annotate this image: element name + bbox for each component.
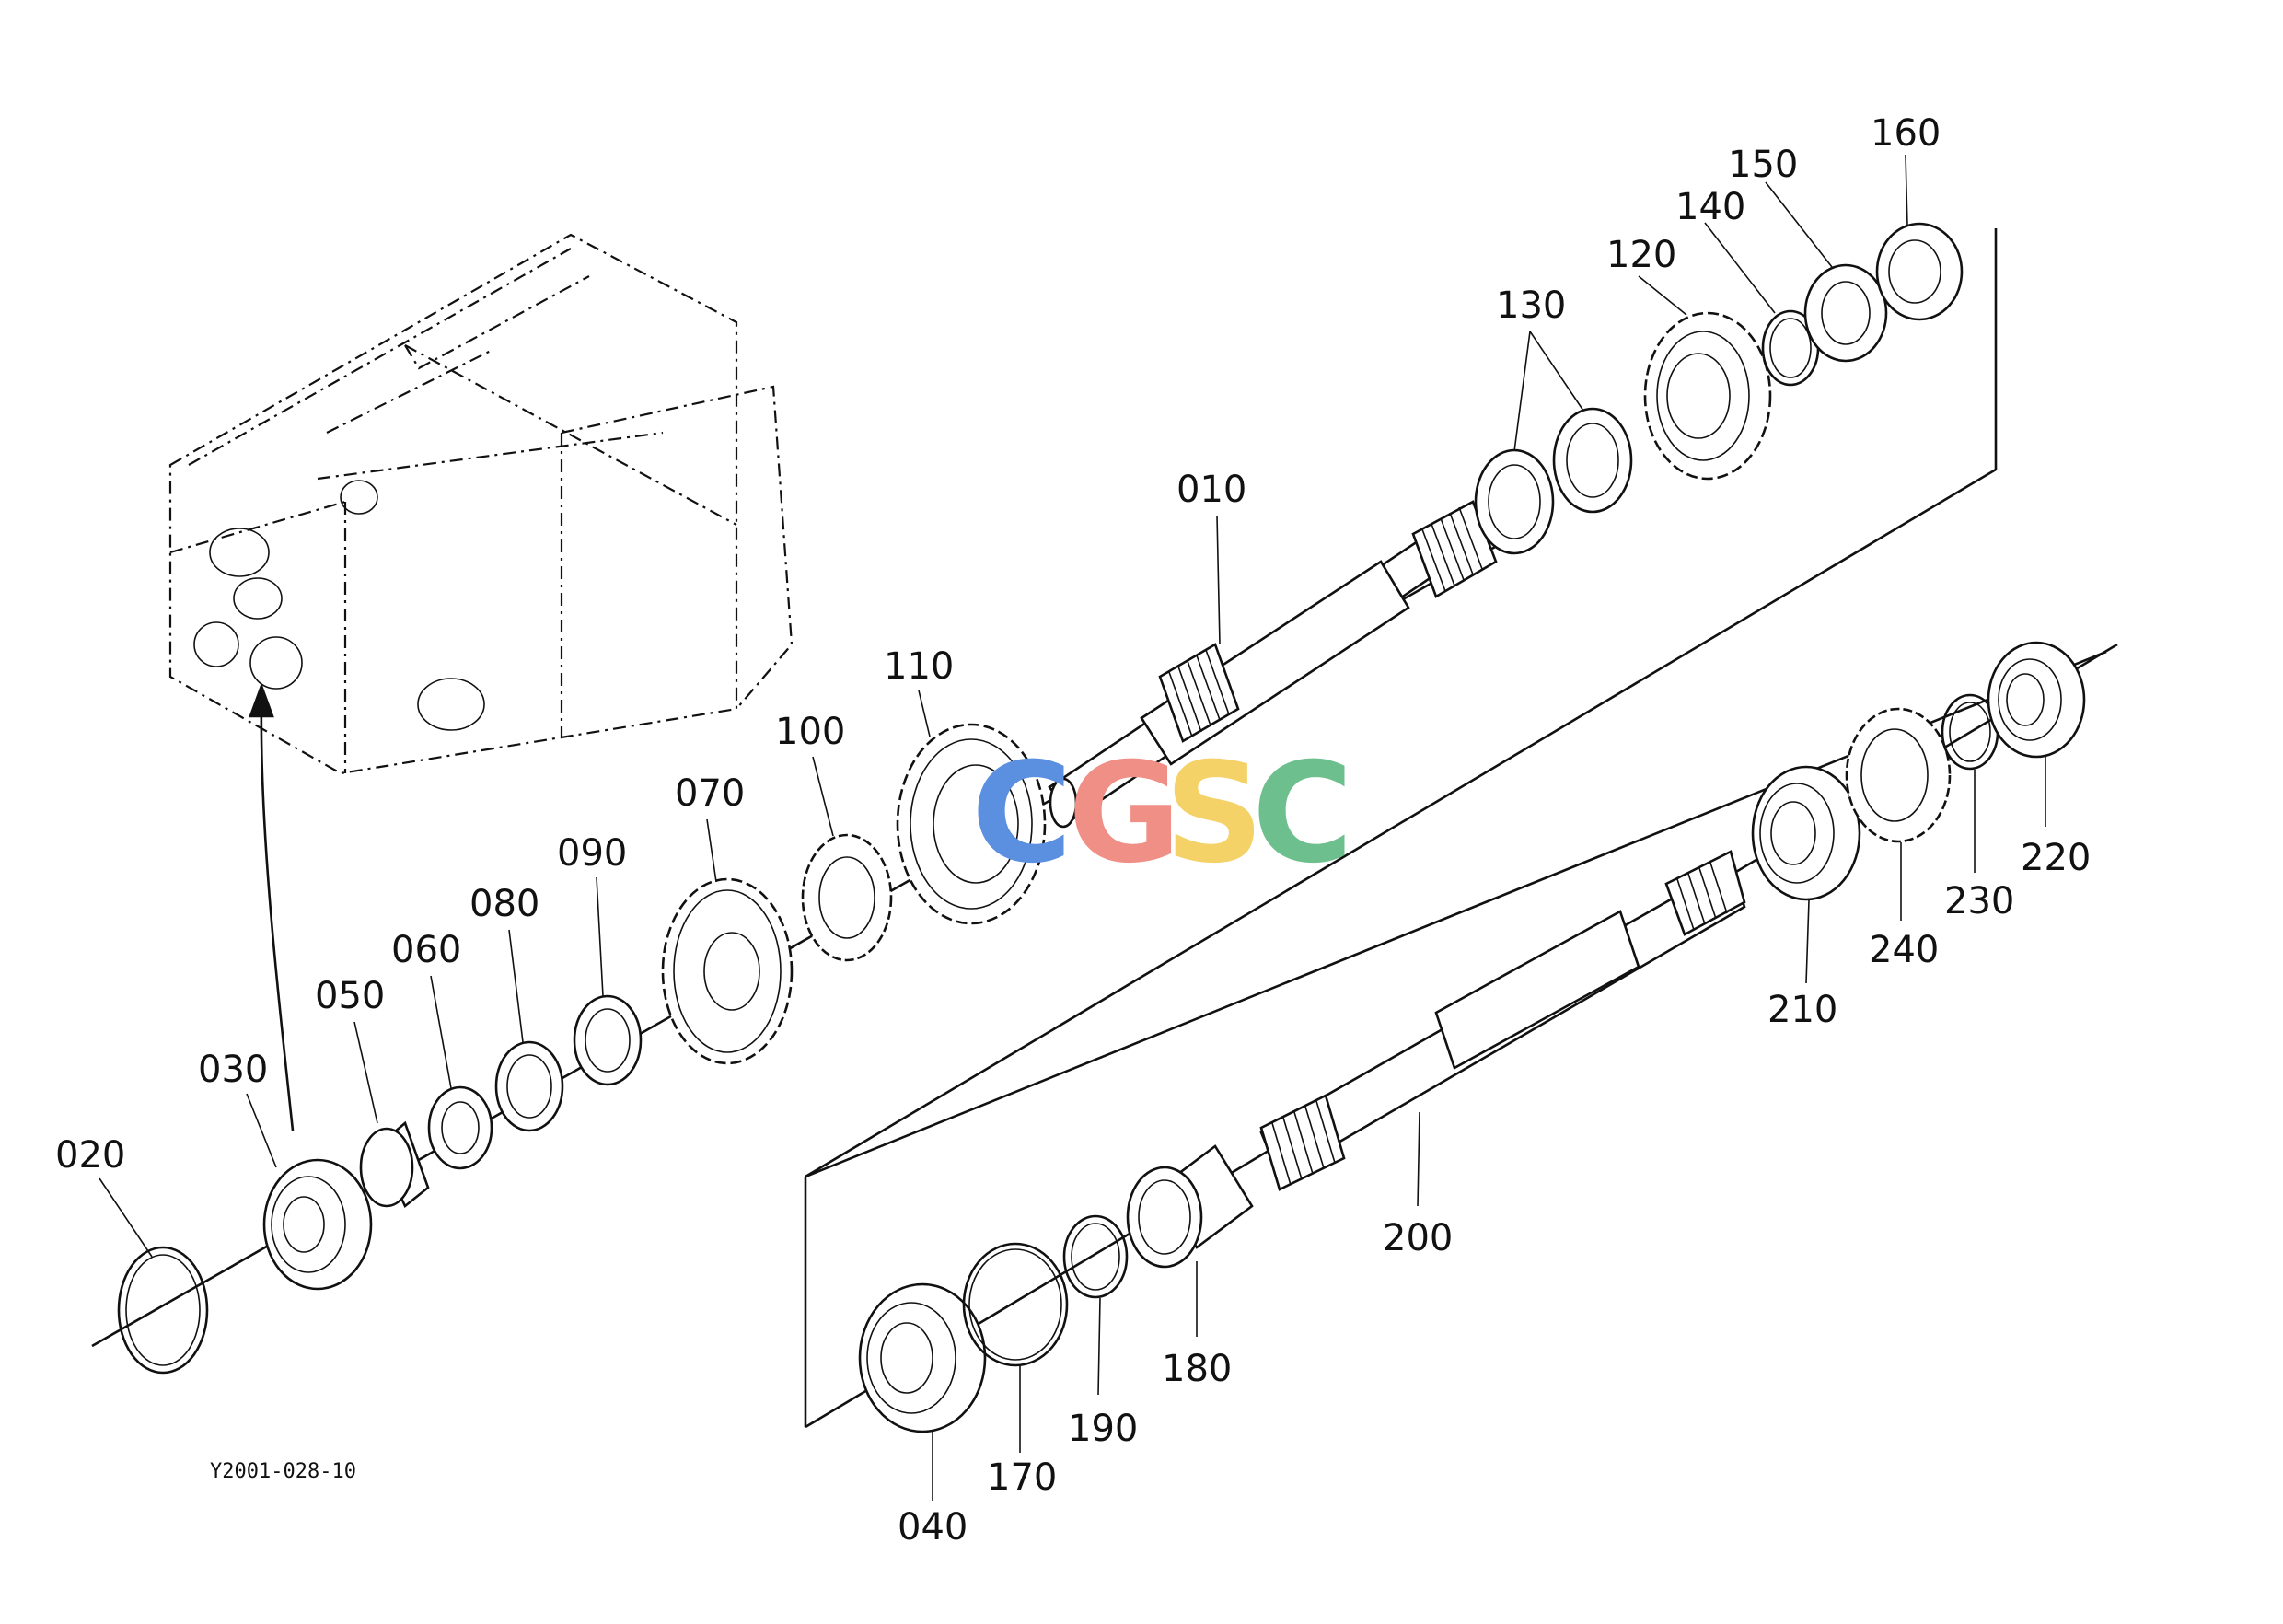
watermark: C G S C	[971, 734, 1353, 894]
shaft-200	[1259, 850, 1746, 1191]
part-070-gear	[661, 877, 794, 1065]
part-030-bearing	[262, 1158, 373, 1291]
leader-lines	[99, 154, 2046, 1501]
callout-090: 090	[557, 832, 627, 875]
callout-180: 180	[1162, 1348, 1232, 1390]
watermark-letter-3: S	[1165, 734, 1264, 894]
callout-040: 040	[898, 1506, 968, 1549]
part-110-gear	[896, 723, 1047, 925]
callout-230: 230	[1944, 880, 2014, 922]
callout-210: 210	[1767, 989, 1837, 1031]
assembly-arrow	[249, 682, 295, 1131]
part-150-collar	[1803, 263, 1888, 363]
watermark-letter-1: C	[971, 734, 1072, 894]
callout-060: 060	[391, 929, 461, 971]
part-160-bearing	[1875, 222, 1964, 321]
callout-120: 120	[1606, 234, 1676, 276]
watermark-letter-2: G	[1068, 734, 1181, 894]
part-100-hub	[801, 833, 893, 962]
callout-130: 130	[1496, 284, 1566, 327]
part-050-collar	[359, 1120, 430, 1209]
part-180-bushing	[1126, 1144, 1254, 1269]
watermark-letter-4: C	[1252, 734, 1353, 894]
callout-240: 240	[1869, 929, 1939, 971]
callout-170: 170	[987, 1456, 1057, 1499]
callout-080: 080	[469, 883, 539, 925]
callout-070: 070	[675, 772, 745, 815]
part-040-bearing	[858, 1282, 987, 1433]
part-130-needle-bearing-b	[1552, 407, 1633, 514]
callout-160: 160	[1871, 112, 1941, 155]
callout-100: 100	[775, 711, 845, 753]
callout-140: 140	[1675, 186, 1745, 228]
part-130-needle-bearing-a	[1474, 448, 1555, 555]
callout-020: 020	[55, 1134, 125, 1177]
part-170-snap-ring	[962, 1242, 1069, 1367]
part-060-washer	[427, 1085, 493, 1170]
spline-010	[1158, 500, 1498, 743]
callout-220: 220	[2021, 837, 2091, 879]
callout-labels: 010 020 030 040 050 060 070 080 090 100 …	[55, 112, 2091, 1549]
callout-150: 150	[1728, 144, 1798, 186]
part-220-bearing	[1987, 641, 2086, 759]
spline-200	[1259, 850, 1746, 1191]
part-080-needle-bearing	[494, 1040, 564, 1132]
part-090-needle-bearing	[573, 994, 643, 1086]
part-190-circlip	[1062, 1214, 1129, 1299]
transmission-case	[168, 233, 794, 775]
drawing-reference-code: Y2001-028-10	[210, 1460, 356, 1483]
callout-200: 200	[1383, 1217, 1453, 1259]
part-120-gear	[1643, 311, 1772, 481]
part-240-gear	[1845, 707, 1952, 843]
callout-010: 010	[1176, 469, 1246, 511]
part-020-circlip	[117, 1246, 209, 1375]
callout-190: 190	[1068, 1408, 1138, 1450]
callout-050: 050	[315, 975, 385, 1017]
callout-110: 110	[884, 645, 954, 688]
shaft-010	[1048, 500, 1498, 829]
callout-030: 030	[198, 1049, 268, 1091]
part-210-bearing	[1751, 765, 1861, 901]
